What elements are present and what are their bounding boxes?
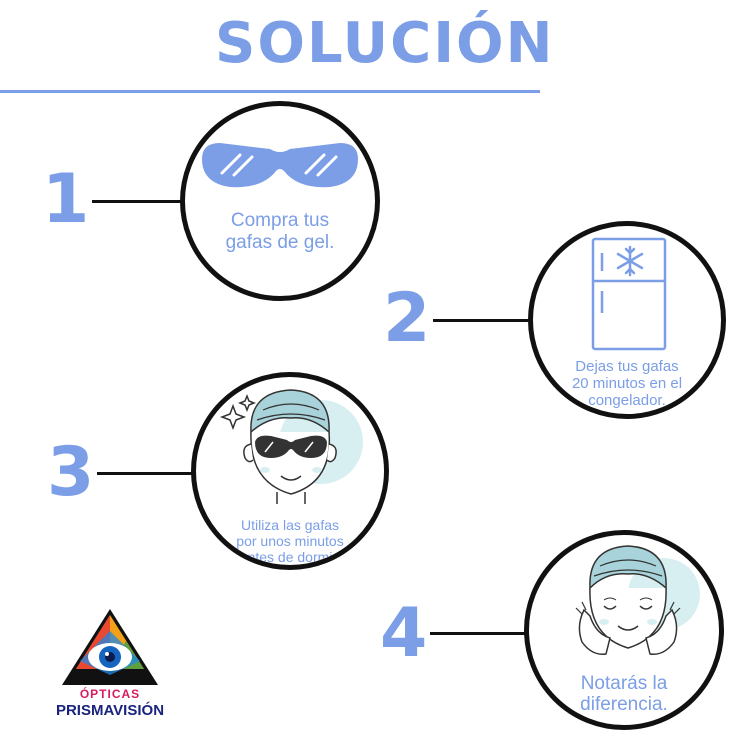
step-3-caption-line: Utiliza las gafas [240,517,340,533]
step-3-caption: Utiliza las gafas por unos minutos antes… [196,517,384,565]
woman-smiling-icon [575,545,700,655]
step-2-caption-line: 20 minutos en el [571,375,683,392]
logo-text-top: ÓPTICAS [79,687,141,701]
step-3-connector [97,472,197,475]
step-4-circle: Notarás la diferencia. [524,530,724,730]
woman-with-eye-mask-icon [219,389,363,504]
step-4-connector [430,632,530,635]
step-2-number: 2 [383,279,431,358]
step-4-number: 4 [380,594,428,673]
title-underline [0,90,540,93]
step-2-connector [433,319,533,322]
step-4-caption: Notarás la diferencia. [529,673,719,715]
step-1-caption: Compra tus gafas de gel. [185,210,375,254]
prism-eye-logo-icon [62,609,158,685]
step-3-number: 3 [47,433,95,512]
step-1-circle: Compra tus gafas de gel. [180,101,380,301]
step-2-caption-line: Dejas tus gafas [575,358,679,375]
fridge-snowflake-icon [591,237,667,351]
step-1-caption-line: Compra tus [230,210,330,231]
brand-logo: ÓPTICAS PRISMAVISIÓN [40,605,180,730]
page-title: SOLUCIÓN [215,11,555,76]
step-2-caption: Dejas tus gafas 20 minutos en el congela… [533,358,721,409]
step-4-caption-line: diferencia. [580,694,668,715]
step-3-caption-line: por unos minutos [236,533,344,549]
logo-text-bottom: PRISMAVISIÓN [55,702,165,719]
gel-glasses-icon [202,143,358,188]
step-1-number: 1 [42,160,90,239]
step-3-circle: Utiliza las gafas por unos minutos antes… [191,372,389,570]
step-2-caption-line: congelador. [588,392,666,409]
step-3-caption-line: antes de dormir. [239,549,341,565]
step-2-circle: Dejas tus gafas 20 minutos en el congela… [528,221,726,419]
step-1-connector [92,200,184,203]
step-4-caption-line: Notarás la [580,673,668,694]
step-1-caption-line: gafas de gel. [225,232,335,253]
